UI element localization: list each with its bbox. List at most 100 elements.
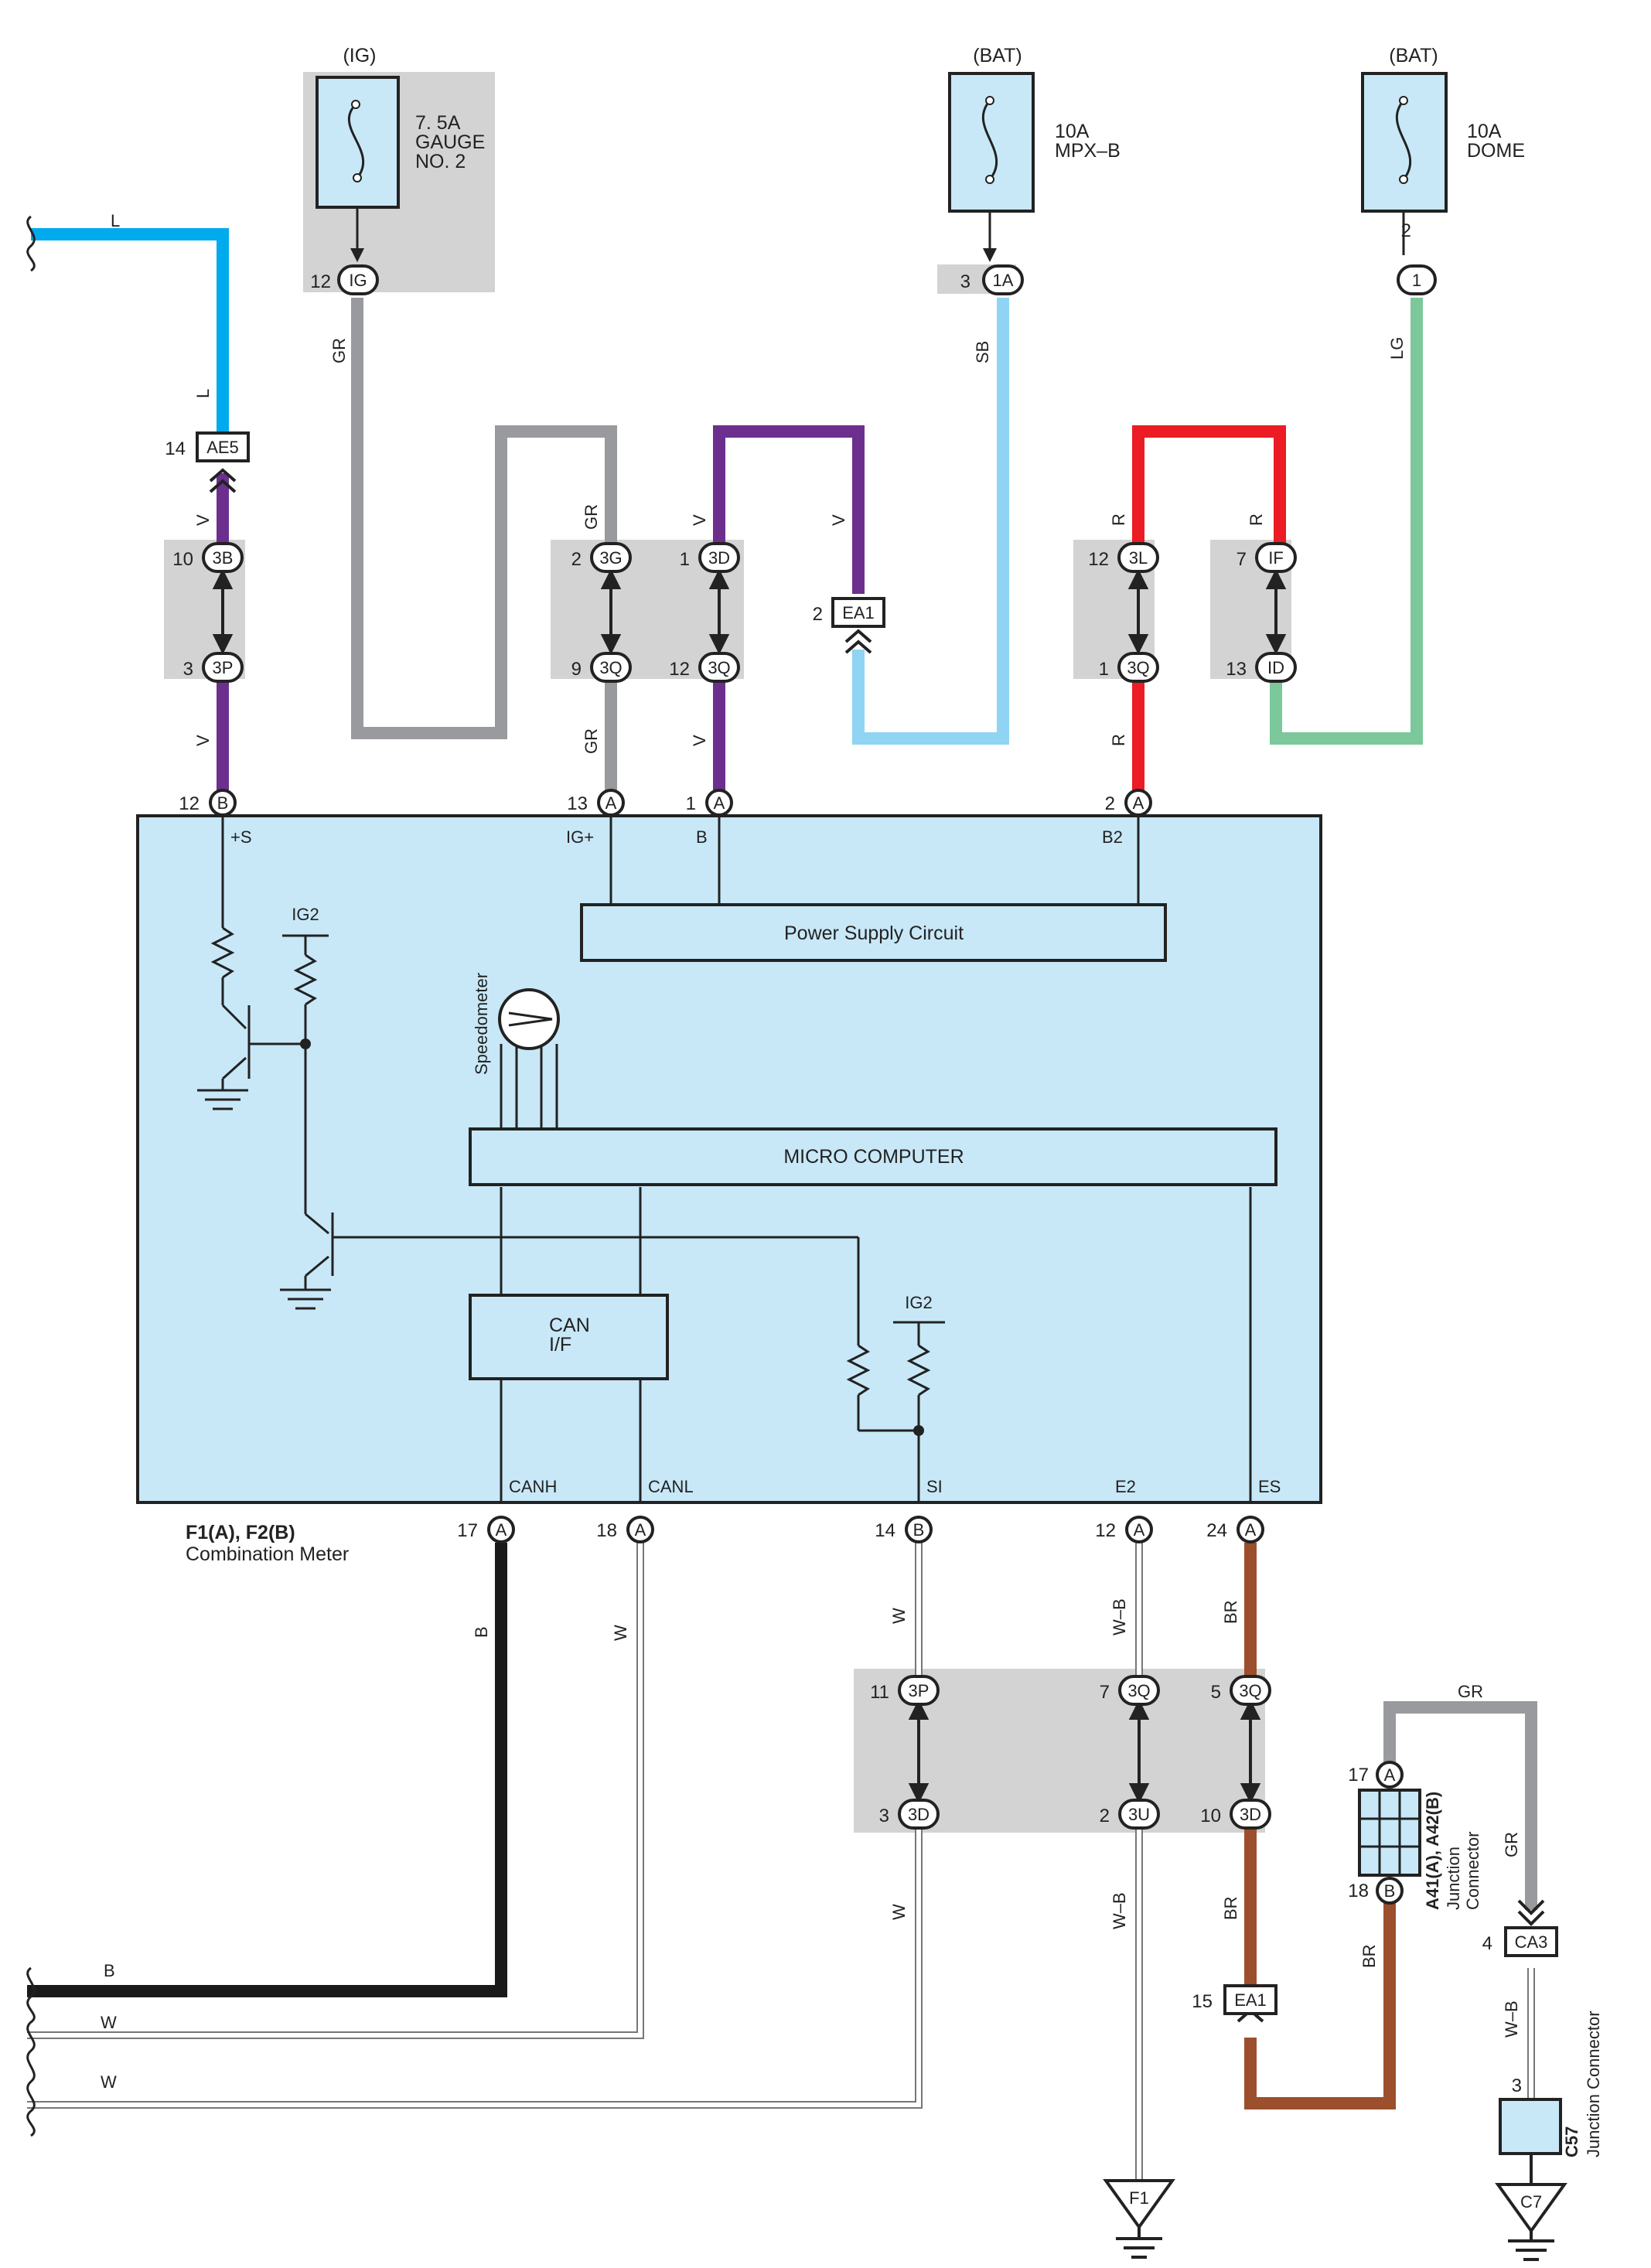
connector-3p: 3P 3: [183, 652, 244, 683]
wire-label-gr-5: GR: [1502, 1832, 1521, 1857]
wire-label-wb-2: W–B: [1110, 1892, 1129, 1929]
svg-text:3: 3: [1512, 2075, 1522, 2096]
wire-r-top: [1132, 425, 1286, 545]
svg-text:A: A: [714, 793, 725, 813]
svg-text:18: 18: [1348, 1881, 1369, 1901]
junction-title: A41(A), A42(B): [1423, 1792, 1442, 1910]
wire-label-w-3: W: [101, 2072, 117, 2092]
fuse-dome-name-1: 10A: [1467, 121, 1502, 142]
wire-label-b-horz: B: [104, 1961, 115, 1980]
svg-text:B: B: [1384, 1881, 1396, 1901]
fuse-mpx-b: [948, 72, 1035, 262]
svg-text:A: A: [1245, 1520, 1257, 1540]
svg-text:10: 10: [1200, 1806, 1221, 1826]
wire-label-br-3: BR: [1359, 1944, 1379, 1968]
connector-1a: 1A 3: [960, 264, 1024, 295]
junction-connector-a41-a42: A 17 B 18: [1348, 1761, 1421, 1905]
wire-label-wb-1: W–B: [1110, 1598, 1129, 1635]
connector-3p-b: 3P 11: [870, 1675, 940, 1706]
can-label-2: I/F: [549, 1334, 571, 1356]
fuse-mpx-source: (BAT): [973, 45, 1022, 67]
pin-label-b2: B2: [1102, 827, 1123, 847]
fuse-gauge-name-2: GAUGE: [415, 131, 485, 153]
connector-3d-c: 3D 10: [1200, 1799, 1271, 1830]
svg-text:3P: 3P: [909, 1681, 930, 1700]
connector-ae5: AE5 14: [165, 431, 250, 462]
svg-text:B: B: [913, 1520, 925, 1540]
ig2-label-b: IG2: [905, 1293, 932, 1312]
svg-text:12: 12: [179, 793, 200, 814]
wire-label-r-1: R: [1109, 513, 1128, 526]
svg-text:3Q: 3Q: [1127, 658, 1149, 677]
svg-text:2: 2: [571, 549, 582, 570]
double-arrows: [212, 568, 1287, 1804]
svg-text:A: A: [635, 1520, 646, 1540]
svg-text:AE5: AE5: [206, 438, 239, 457]
svg-text:B: B: [217, 793, 229, 813]
wire-label-v-3: V: [690, 514, 709, 526]
svg-text:A: A: [1134, 1520, 1145, 1540]
svg-text:7: 7: [1237, 549, 1247, 570]
connector-3d-b: 3D 3: [879, 1799, 940, 1830]
fuse-dome-source: (BAT): [1389, 45, 1438, 67]
svg-text:F1: F1: [1129, 2188, 1149, 2208]
svg-text:1: 1: [686, 793, 696, 814]
svg-text:3Q: 3Q: [708, 658, 730, 677]
connector-1: 1 2: [1397, 220, 1437, 295]
speedometer-gauge-icon: [498, 988, 560, 1050]
fuse-dome-name-2: DOME: [1467, 140, 1525, 162]
svg-text:18: 18: [596, 1520, 617, 1541]
svg-text:2: 2: [1100, 1806, 1110, 1826]
wire-gr-ig: [351, 298, 617, 739]
wire-break-marks: [26, 215, 36, 2137]
svg-text:17: 17: [1348, 1765, 1369, 1785]
fuse-gauge-source: (IG): [343, 45, 376, 67]
fuse-mpx-name-2: MPX–B: [1055, 140, 1121, 162]
wire-label-br-2: BR: [1221, 1896, 1240, 1920]
svg-text:17: 17: [457, 1520, 478, 1541]
fuse-gauge-name-1: 7. 5A: [415, 112, 461, 134]
connector-3q-c: 3Q 1: [1099, 652, 1159, 683]
connector-if: IF 7: [1237, 542, 1297, 573]
svg-text:2: 2: [813, 604, 823, 625]
svg-text:C7: C7: [1520, 2192, 1542, 2212]
connector-ea1-b: EA1 15: [1192, 1984, 1277, 2015]
wire-label-v-1: V: [193, 514, 213, 526]
svg-text:A: A: [605, 793, 617, 813]
svg-text:1: 1: [1099, 659, 1109, 680]
svg-text:3D: 3D: [1240, 1805, 1261, 1824]
svg-text:13: 13: [1226, 659, 1247, 680]
node-dot: [913, 1425, 924, 1436]
wire-label-gr-3: GR: [582, 728, 601, 754]
svg-text:A: A: [1384, 1765, 1396, 1785]
wire-lg: [1270, 298, 1423, 745]
wire-label-w-1: W: [611, 1625, 630, 1641]
pin-label-canl: CANL: [648, 1477, 694, 1496]
connector-id: ID 13: [1226, 652, 1297, 683]
svg-text:3G: 3G: [599, 548, 622, 568]
wire-label-sb: SB: [973, 341, 992, 363]
svg-text:EA1: EA1: [842, 603, 875, 622]
svg-text:3: 3: [879, 1806, 889, 1826]
connector-3q-b: 3Q 12: [669, 652, 740, 683]
wire-label-w-4: W: [889, 1608, 909, 1624]
svg-text:4: 4: [1482, 1933, 1492, 1954]
svg-text:3U: 3U: [1128, 1805, 1150, 1824]
speedometer-label: Speedometer: [472, 973, 491, 1075]
wire-label-v-4: V: [690, 735, 709, 746]
pin-label-ig: IG+: [566, 827, 594, 847]
connector-3l: 3L 12: [1088, 542, 1159, 573]
wire-v-center: [713, 425, 865, 594]
svg-text:ID: ID: [1267, 658, 1284, 677]
wire-label-v-2: V: [193, 735, 213, 746]
svg-text:CA3: CA3: [1515, 1932, 1548, 1952]
power-supply-label: Power Supply Circuit: [784, 923, 964, 944]
pin-label-s: +S: [230, 827, 252, 847]
can-label-1: CAN: [549, 1315, 590, 1336]
micro-computer-box: [469, 1127, 1277, 1186]
c57-title: C57: [1562, 2126, 1581, 2157]
junction-sub-2: Connector: [1463, 1831, 1482, 1910]
svg-text:1: 1: [680, 549, 690, 570]
wire-label-l: L: [193, 389, 213, 398]
wire-l: [31, 228, 229, 431]
